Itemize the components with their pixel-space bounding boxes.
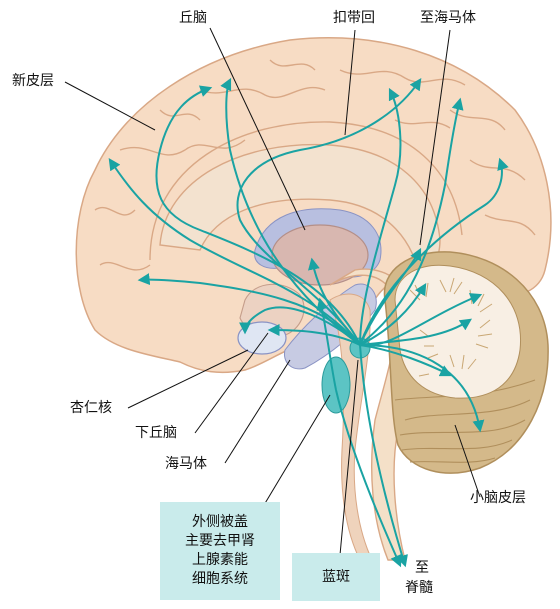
lateral-box-line: 上腺素能 (192, 551, 248, 570)
locus-coeruleus-label: 蓝斑 (322, 568, 350, 587)
lateral-box-line: 外侧被盖 (192, 513, 248, 532)
label-neocortex: 新皮层 (12, 73, 54, 90)
label-to-spinal-cord-2: 脊髓 (405, 580, 433, 597)
label-box-locus-coeruleus: 蓝斑 (292, 553, 380, 601)
label-to-hippocampus: 至海马体 (420, 10, 476, 27)
lateral-box-line: 主要去甲肾 (185, 532, 255, 551)
lateral-box-line: 细胞系统 (192, 570, 248, 589)
label-hippocampus: 海马体 (165, 456, 207, 473)
label-amygdala: 杏仁核 (70, 400, 112, 417)
label-hypothalamus: 下丘脑 (135, 425, 177, 442)
label-to-spinal-cord-1: 至 (415, 560, 429, 577)
label-cerebellar-cortex: 小脑皮层 (470, 490, 526, 507)
label-thalamus: 丘脑 (179, 10, 207, 27)
label-cingulate-gyrus: 扣带回 (333, 10, 375, 27)
label-box-lateral-tegmental-system: 外侧被盖 主要去甲肾 上腺素能 细胞系统 (160, 502, 280, 600)
